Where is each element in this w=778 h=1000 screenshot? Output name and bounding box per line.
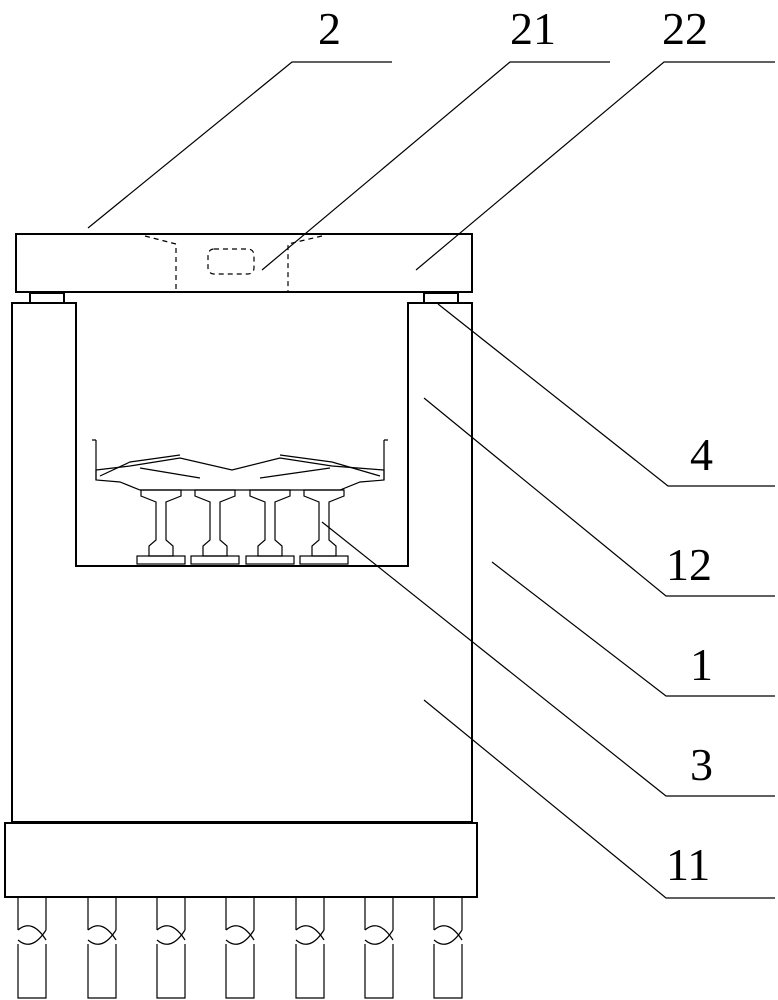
label-4: 4 [690,429,713,480]
bearings [30,293,458,303]
pile [18,898,46,998]
top-cap-beam [16,234,472,292]
label-22: 22 [662,3,708,54]
pile [365,898,393,998]
pile [226,898,254,998]
label-3: 3 [690,739,713,790]
pile [157,898,185,998]
leader-lines [88,62,775,898]
pile [88,898,116,998]
bridge-deck-girders [92,440,388,564]
label-11: 11 [666,839,710,890]
u-shaped-pier [12,303,472,822]
pile [434,898,462,998]
label-1: 1 [690,639,713,690]
label-2: 2 [318,3,341,54]
i-girder [250,490,290,556]
label-21: 21 [510,3,556,54]
pile [296,898,324,998]
piles [18,898,462,998]
i-girder [195,490,235,556]
i-girder [141,490,181,556]
pile-cap [5,823,477,897]
label-12: 12 [666,539,712,590]
